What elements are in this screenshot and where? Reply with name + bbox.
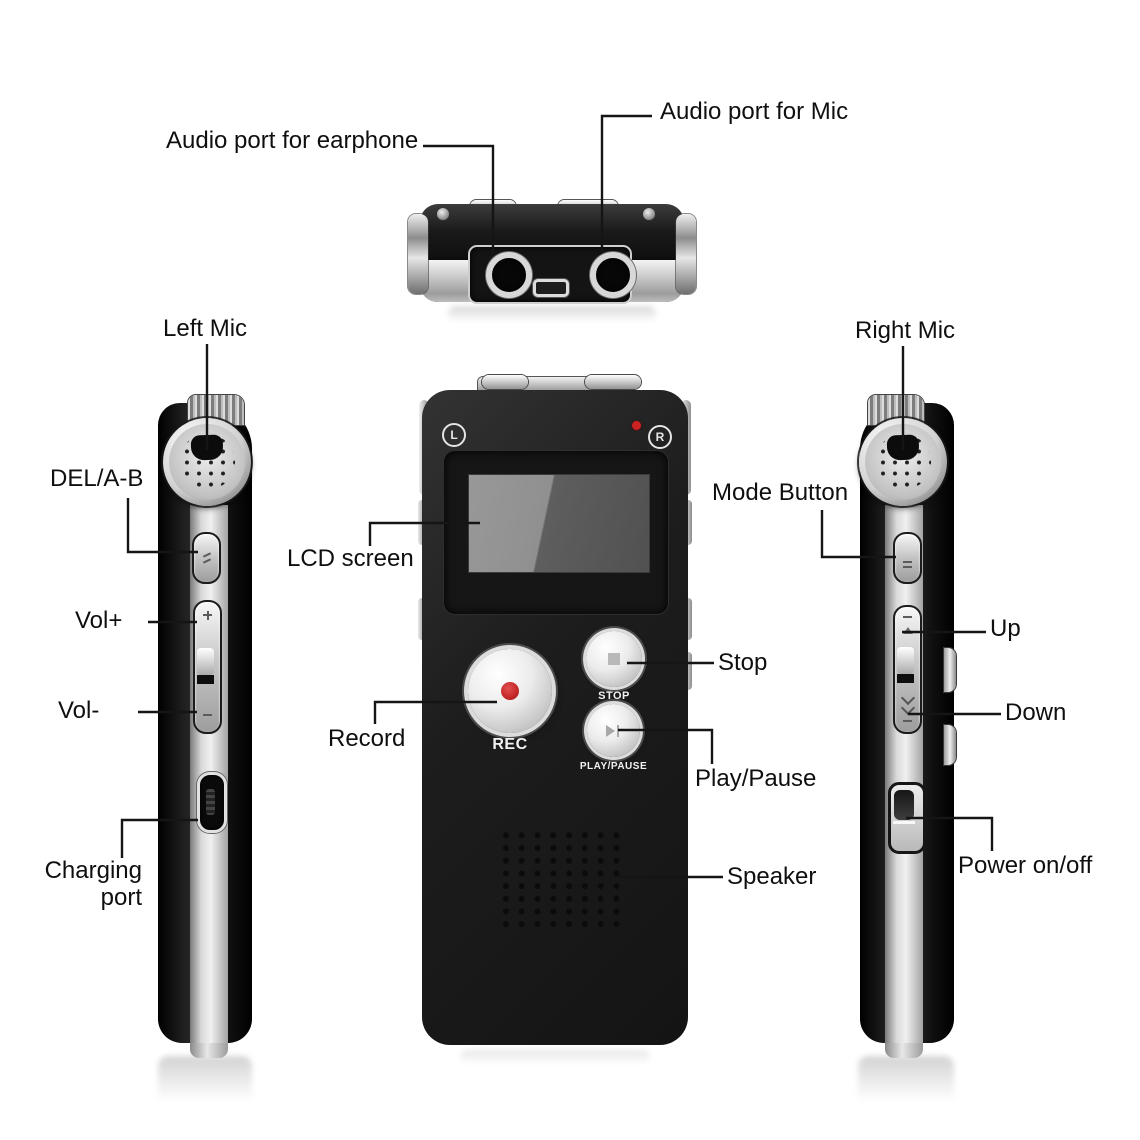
callout-record: Record bbox=[328, 725, 406, 752]
callout-down: Down bbox=[1005, 699, 1067, 726]
up-glyph bbox=[902, 627, 913, 634]
charging-line2: port bbox=[100, 883, 142, 911]
callout-audio-mic: Audio port for Mic bbox=[660, 98, 849, 125]
left-device-reflection bbox=[158, 1056, 252, 1110]
charging-port bbox=[197, 772, 227, 833]
stop-label: STOP bbox=[598, 690, 630, 702]
callout-del-ab: DEL/A-B bbox=[50, 465, 144, 492]
right-device-reflection bbox=[858, 1056, 954, 1110]
volume-slider-notch bbox=[197, 675, 214, 684]
side-button-sliver-5 bbox=[684, 652, 692, 690]
callout-left-mic: Left Mic bbox=[163, 315, 248, 342]
front-mic-bump-left bbox=[482, 375, 528, 389]
callout-right-mic: Right Mic bbox=[855, 317, 956, 344]
center-slot bbox=[533, 279, 569, 297]
callout-audio-earphone: Audio port for earphone bbox=[166, 127, 419, 154]
record-dot bbox=[501, 682, 519, 700]
lcd-screen bbox=[468, 474, 650, 573]
jack-panel bbox=[468, 245, 636, 304]
right-edge-bump-1 bbox=[944, 648, 956, 692]
pause-glyph bbox=[616, 724, 619, 737]
stop-glyph bbox=[608, 653, 620, 665]
left-channel-marker: L bbox=[442, 423, 466, 447]
play-pause-label: PLAY/PAUSE bbox=[579, 761, 648, 772]
callout-mode-button: Mode Button bbox=[712, 479, 849, 506]
left-end-cap bbox=[408, 214, 428, 294]
power-knob-line bbox=[893, 821, 915, 824]
vol-minus-glyph bbox=[203, 714, 212, 716]
volume-slider-knob bbox=[197, 648, 214, 675]
right-channel-marker: R bbox=[648, 425, 672, 449]
vol-plus-glyph-v bbox=[206, 610, 209, 620]
callout-speaker: Speaker bbox=[727, 863, 817, 890]
lcd-bezel bbox=[443, 450, 669, 615]
right-edge-bump-2 bbox=[944, 725, 956, 765]
charging-line1: Charging bbox=[44, 857, 142, 884]
callout-vol-plus: Vol+ bbox=[75, 607, 123, 634]
left-chrome-foot bbox=[190, 1043, 228, 1058]
del-ab-button bbox=[192, 532, 221, 584]
updown-slider-notch bbox=[897, 674, 914, 683]
right-chrome-strip bbox=[885, 505, 923, 1045]
updown-slider-knob bbox=[897, 647, 914, 674]
usb-contacts bbox=[206, 789, 215, 815]
side-button-sliver-3 bbox=[684, 500, 692, 545]
screw-right bbox=[643, 208, 655, 220]
callout-power: Power on/off bbox=[958, 852, 1093, 879]
screw-left bbox=[437, 208, 449, 220]
callout-play-pause: Play/Pause bbox=[695, 765, 817, 792]
up-down-rocker bbox=[893, 605, 922, 734]
right-end-cap bbox=[676, 214, 696, 294]
side-button-sliver-4 bbox=[684, 598, 692, 640]
record-button bbox=[468, 649, 552, 733]
stop-button bbox=[586, 631, 642, 687]
right-chrome-foot bbox=[885, 1043, 923, 1058]
earphone-jack bbox=[486, 252, 532, 298]
rec-label: REC bbox=[492, 736, 528, 753]
callout-up: Up bbox=[990, 615, 1021, 642]
front-mic-bump-right bbox=[585, 375, 641, 389]
callout-lcd-screen: LCD screen bbox=[287, 545, 414, 572]
play-glyph bbox=[605, 724, 615, 737]
power-knob bbox=[894, 790, 914, 820]
top-view-reflection bbox=[448, 306, 656, 322]
mic-jack bbox=[590, 252, 636, 298]
front-device-reflection bbox=[460, 1050, 650, 1064]
callout-charging-port: Charging port bbox=[38, 857, 142, 912]
volume-rocker bbox=[193, 600, 222, 734]
callout-vol-minus: Vol- bbox=[58, 697, 100, 724]
speaker-grille bbox=[494, 827, 620, 928]
callout-stop: Stop bbox=[718, 649, 768, 676]
mode-button bbox=[893, 532, 922, 584]
front-device: L R REC STOP PLAY/PAUSE bbox=[418, 375, 692, 1047]
record-led bbox=[632, 421, 641, 430]
left-side-device bbox=[158, 395, 252, 1060]
